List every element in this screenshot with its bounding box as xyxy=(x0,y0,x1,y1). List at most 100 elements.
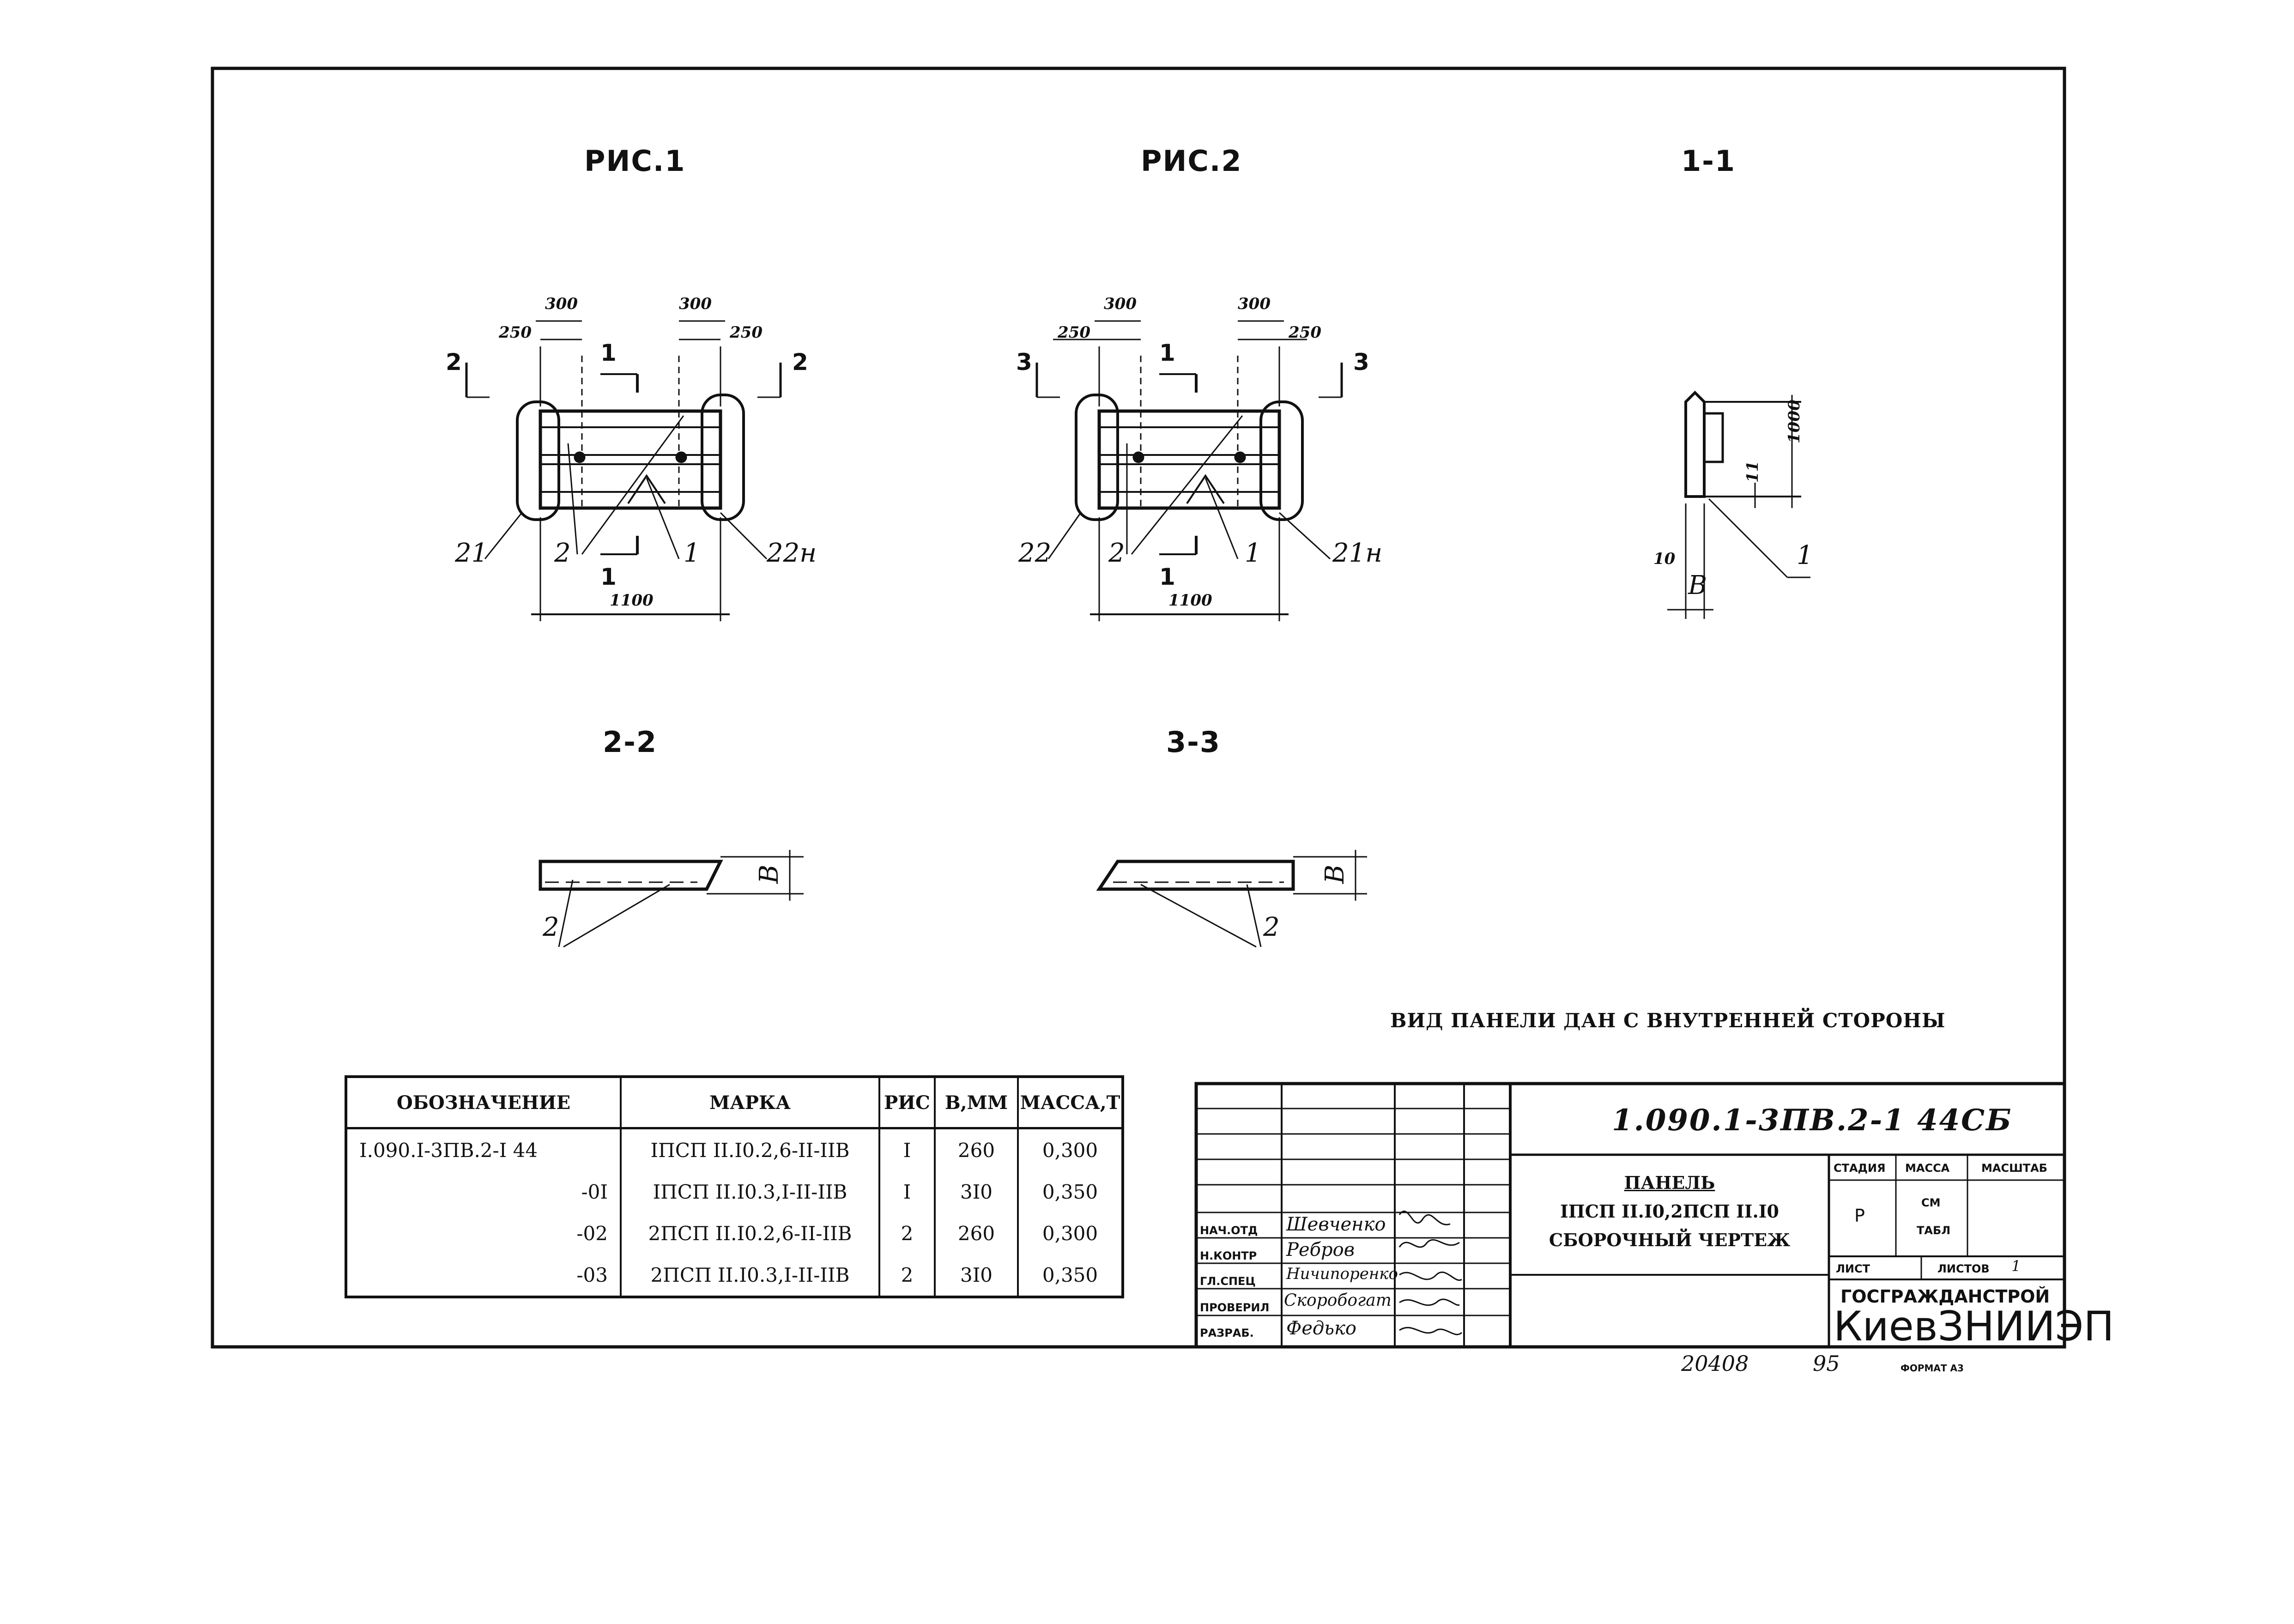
fig2-title: РИС.2 xyxy=(1141,144,1242,178)
sec11-label-1: 1 xyxy=(1797,540,1813,570)
fig1-cut-2-left: 2 xyxy=(446,349,462,376)
role-label: ПРОВЕРИЛ xyxy=(1200,1301,1270,1314)
sec22-label-2: 2 xyxy=(543,912,559,942)
section-3-3-drawing xyxy=(1096,850,1367,948)
title-line-3: СБОРОЧНЫЙ ЧЕРТЕЖ xyxy=(1549,1230,1791,1250)
fig2-label-2: 2 xyxy=(1108,538,1125,568)
fig1-panel-drawing xyxy=(465,320,782,621)
fig1-label-1: 1 xyxy=(684,538,700,568)
cell-mark: IПСП II.I0.2,6-II-IIВ xyxy=(621,1128,880,1171)
signature-scribbles xyxy=(1398,1210,1463,1335)
cell-designation: -0I xyxy=(347,1171,622,1212)
spec-table-header: ОБОЗНАЧЕНИЕ МАРКА РИС В,ММ МАССА,Т xyxy=(347,1078,1121,1129)
fig2-label-21n: 21н xyxy=(1332,538,1383,568)
cell-mark: IПСП II.I0.3,I-II-IIВ xyxy=(621,1171,880,1212)
mass-value-2: ТАБЛ xyxy=(1917,1224,1951,1237)
section-1-1-drawing xyxy=(1667,390,1810,619)
sheets-label: ЛИСТОВ xyxy=(1937,1262,1990,1275)
fig2-cut-1-bottom: 1 xyxy=(1159,564,1175,590)
cell-designation: -03 xyxy=(347,1254,622,1296)
fig2-cut-3-right: 3 xyxy=(1353,349,1369,376)
fig2-dim-250-left: 250 xyxy=(1058,323,1090,342)
cell-mass: 0,350 xyxy=(1042,1180,1098,1203)
cell-fig: 2 xyxy=(879,1212,936,1254)
panel-view-note: ВИД ПАНЕЛИ ДАН С ВНУТРЕННЕЙ СТОРОНЫ xyxy=(1390,1009,1946,1032)
section-2-2-title: 2-2 xyxy=(603,725,658,759)
sec11-dim-B: В xyxy=(1688,570,1707,600)
org-main: КиевЗНИИЭП xyxy=(1834,1303,2114,1350)
cell-designation: -02 xyxy=(347,1212,622,1254)
cell-mass: 0,300 xyxy=(1042,1222,1098,1245)
spec-header-fig: РИС xyxy=(879,1078,936,1129)
fig1-dim-300-left: 300 xyxy=(545,295,578,313)
spec-header-mass: МАССА,Т xyxy=(1018,1078,1121,1129)
table-row: -03 2ПСП II.I0.3,I-II-IIВ 2 3I0 0,350 xyxy=(347,1254,1121,1296)
section-3-3-title: 3-3 xyxy=(1166,725,1221,759)
section-1-1-title: 1-1 xyxy=(1681,144,1736,178)
cell-designation: I.090.I-3ПВ.2-I 44 xyxy=(347,1128,622,1171)
table-row: -02 2ПСП II.I0.2,6-II-IIВ 2 260 0,300 xyxy=(347,1212,1121,1254)
format-label: ФОРМАТ А3 xyxy=(1901,1363,1964,1374)
cell-b: 3I0 xyxy=(935,1171,1019,1212)
sheet-frame xyxy=(211,67,2066,1349)
col-mass-label: МАССА xyxy=(1905,1162,1950,1175)
sheet-label: ЛИСТ xyxy=(1836,1262,1870,1275)
fig1-dim-250-left: 250 xyxy=(499,323,532,342)
cell-b: 260 xyxy=(935,1212,1019,1254)
role-label: РАЗРАБ. xyxy=(1200,1327,1254,1339)
fig1-dim-1100: 1100 xyxy=(610,591,654,610)
cell-mass: 0,300 xyxy=(1042,1139,1098,1162)
col-stage-label: СТАДИЯ xyxy=(1834,1162,1886,1175)
signer-name: Шевченко xyxy=(1286,1214,1386,1235)
fig1-cut-1-bottom: 1 xyxy=(600,564,617,590)
stage-value: Р xyxy=(1854,1206,1865,1226)
fig1-title: РИС.1 xyxy=(584,144,686,178)
title-line-1: ПАНЕЛЬ xyxy=(1624,1172,1715,1193)
sec11-dim-10: 10 xyxy=(1653,550,1676,568)
fig1-label-21: 21 xyxy=(455,538,488,568)
signer-name: Ребров xyxy=(1286,1239,1355,1260)
role-label: НАЧ.ОТД xyxy=(1200,1224,1258,1237)
fig1-label-2: 2 xyxy=(554,538,571,568)
fig1-cut-1-top: 1 xyxy=(600,339,617,366)
fig2-dim-300-right: 300 xyxy=(1238,295,1271,313)
drawing-title: ПАНЕЛЬ IПСП II.I0,2ПСП II.I0 СБОРОЧНЫЙ Ч… xyxy=(1519,1169,1820,1254)
cell-fig: 2 xyxy=(879,1254,936,1296)
fig2-cut-3-left: 3 xyxy=(1016,349,1032,376)
mass-value-1: СМ xyxy=(1921,1196,1941,1209)
cell-fig: I xyxy=(879,1128,936,1171)
page-number: 95 xyxy=(1813,1351,1840,1376)
sec33-label-2: 2 xyxy=(1263,912,1280,942)
fig1-dim-300-right: 300 xyxy=(679,295,712,313)
fig1-dim-250-right: 250 xyxy=(730,323,763,342)
fig2-cut-1-top: 1 xyxy=(1159,339,1175,366)
fig1-cut-2-right: 2 xyxy=(792,349,808,376)
drawing-designation: 1.090.1-3ПВ.2-1 44СБ xyxy=(1612,1103,2013,1138)
sec33-dim-B: В xyxy=(1320,864,1350,884)
spec-header-b: В,ММ xyxy=(935,1078,1019,1129)
cell-fig: I xyxy=(879,1171,936,1212)
title-line-2: IПСП II.I0,2ПСП II.I0 xyxy=(1560,1201,1779,1222)
sec22-dim-B: В xyxy=(754,864,785,884)
spec-table: ОБОЗНАЧЕНИЕ МАРКА РИС В,ММ МАССА,Т I.090… xyxy=(345,1075,1124,1298)
role-label: Н.КОНТР xyxy=(1200,1249,1257,1262)
inventory-number: 20408 xyxy=(1681,1351,1749,1376)
signer-name: Ничипоренко xyxy=(1286,1265,1398,1283)
cell-mark: 2ПСП II.I0.3,I-II-IIВ xyxy=(621,1254,880,1296)
org-top: ГОСГРАЖДАНСТРОЙ xyxy=(1840,1286,2050,1307)
fig2-label-22: 22 xyxy=(1018,538,1052,568)
col-scale-label: МАСШТАБ xyxy=(1981,1162,2047,1175)
sec11-dim-11: 11 xyxy=(1743,461,1762,483)
fig1-label-22n: 22н xyxy=(767,538,817,568)
fig2-dim-1100: 1100 xyxy=(1168,591,1212,610)
spec-header-mark: МАРКА xyxy=(621,1078,880,1129)
section-2-2-drawing xyxy=(539,850,804,948)
table-row: I.090.I-3ПВ.2-I 44 IПСП II.I0.2,6-II-IIВ… xyxy=(347,1128,1121,1171)
role-label: ГЛ.СПЕЦ xyxy=(1200,1275,1256,1288)
stamp-grid xyxy=(1194,1082,2066,1349)
fig2-label-1: 1 xyxy=(1245,538,1261,568)
cell-b: 260 xyxy=(935,1128,1019,1171)
cell-mass: 0,350 xyxy=(1042,1263,1098,1286)
sec11-dim-1000: 1000 xyxy=(1785,400,1804,443)
